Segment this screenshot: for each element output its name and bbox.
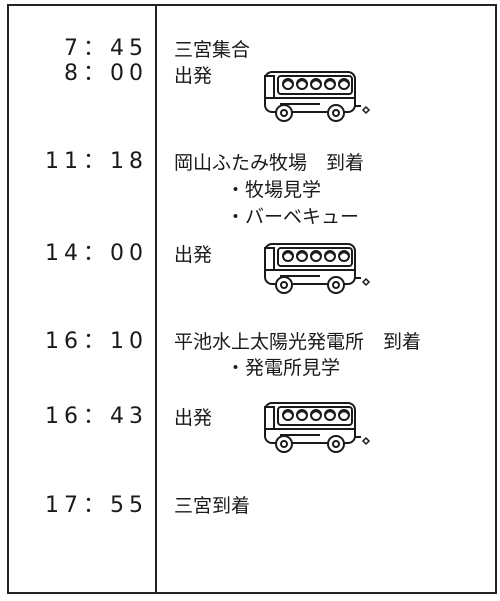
bus-icon [264, 243, 370, 294]
bus-icon [264, 402, 370, 453]
time-label: 17：55 [45, 493, 148, 518]
time-label: 11：18 [45, 149, 148, 174]
event-label: 出発 [174, 65, 213, 87]
event-detail: ・バーベキュー [226, 206, 360, 228]
time-label: 14：00 [45, 241, 148, 266]
event-label: 三宮集合 [174, 39, 251, 61]
event-label: 平池水上太陽光発電所 到着 [174, 331, 422, 353]
time-label: 7：45 [64, 36, 148, 61]
time-label: 8：00 [64, 61, 148, 86]
event-label: 三宮到着 [174, 495, 251, 517]
event-detail: ・牧場見学 [226, 179, 322, 201]
event-label: 出発 [174, 407, 213, 429]
event-detail: ・発電所見学 [226, 357, 341, 379]
time-label: 16：43 [45, 404, 148, 429]
bus-icon [264, 71, 370, 122]
schedule-frame [7, 4, 497, 594]
column-divider [155, 4, 157, 594]
time-label: 16：10 [45, 329, 148, 354]
event-label: 岡山ふたみ牧場 到着 [174, 152, 365, 174]
event-label: 出発 [174, 244, 213, 266]
